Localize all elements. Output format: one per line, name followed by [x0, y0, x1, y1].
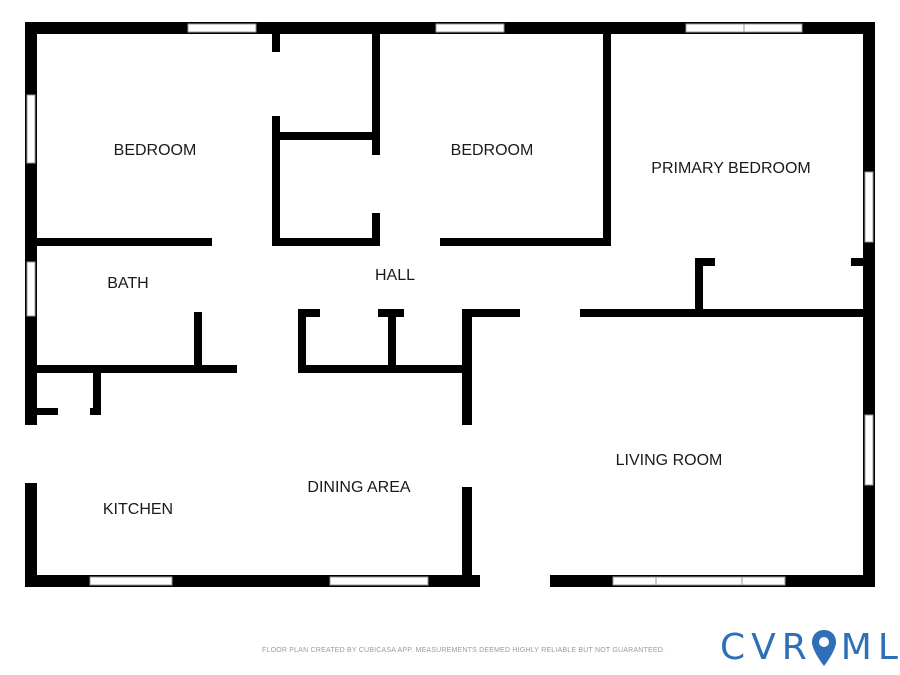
room-label-bath: BATH — [107, 275, 148, 292]
brand-logo: CVR MLS — [720, 628, 900, 668]
room-label-bedroom-2: BEDROOM — [451, 142, 534, 159]
room-labels: BEDROOM BEDROOM PRIMARY BEDROOM BATH HAL… — [103, 142, 811, 518]
floor-plan-disclaimer: FLOOR PLAN CREATED BY CUBICASA APP. MEAS… — [262, 647, 666, 654]
room-label-bedroom-1: BEDROOM — [114, 142, 197, 159]
brand-text-left: CVR — [720, 627, 813, 668]
room-label-kitchen: KITCHEN — [103, 501, 173, 518]
map-pin-icon — [811, 630, 836, 666]
interior-walls — [37, 34, 863, 577]
brand-text-right: MLS — [840, 627, 900, 668]
room-label-dining-area: DINING AREA — [307, 479, 410, 496]
room-label-primary-bedroom: PRIMARY BEDROOM — [651, 160, 810, 177]
room-label-hall: HALL — [375, 267, 415, 284]
door-openings — [25, 52, 851, 587]
windows — [26, 23, 874, 586]
room-label-living-room: LIVING ROOM — [616, 452, 723, 469]
